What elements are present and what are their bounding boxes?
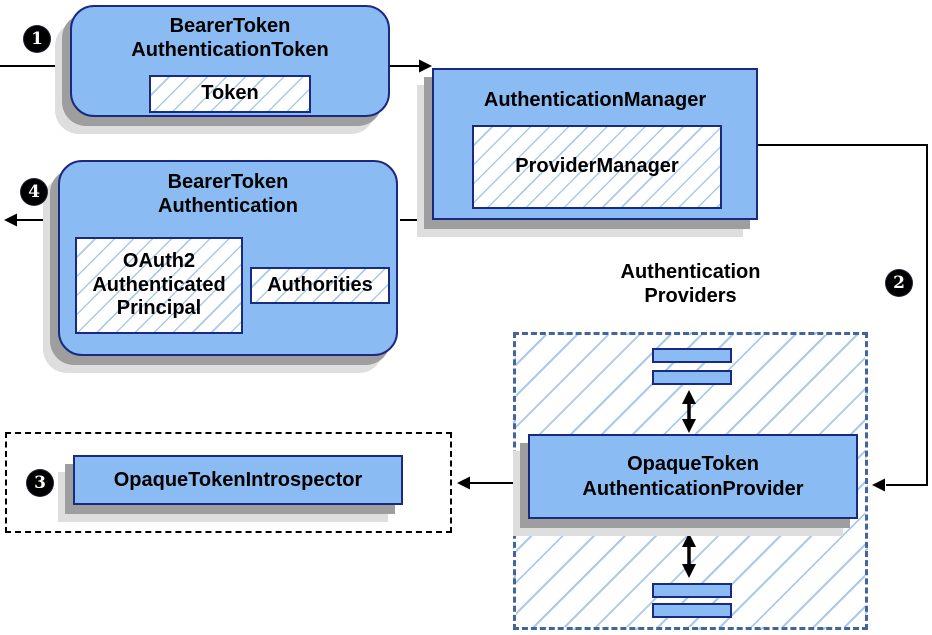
provider-slot-bar-1: [652, 348, 732, 363]
opaque-token-authentication-provider-box: OpaqueToken AuthenticationProvider: [528, 434, 858, 519]
step-3-number: 3: [34, 473, 46, 493]
authentication-manager-title: AuthenticationManager: [483, 89, 707, 111]
bearer-token-authentication-box: BearerToken Authentication OAuth2 Authen…: [58, 160, 398, 356]
arrowhead-into-introspector: [457, 476, 470, 490]
token-box: Token: [149, 75, 311, 113]
arrowhead-authentication-out: [4, 213, 17, 227]
introspector-group-box: [5, 432, 452, 533]
bearer-token-authentication-token-box: BearerToken AuthenticationToken Token: [70, 5, 390, 117]
bearer-token-authentication-title: BearerToken Authentication: [158, 171, 298, 218]
oauth2-authenticated-principal-label: OAuth2 Authenticated Principal: [92, 250, 226, 320]
step-1-number: 1: [31, 29, 43, 49]
authorities-box: Authorities: [250, 267, 390, 304]
opaque-token-authentication-provider-title: OpaqueToken AuthenticationProvider: [582, 453, 804, 500]
provider-slot-bar-2: [652, 370, 732, 385]
provider-manager-label: ProviderManager: [515, 155, 679, 178]
step-2-number: 2: [893, 273, 905, 293]
provider-slot-bar-3: [652, 583, 732, 598]
step-4-badge: 4: [21, 179, 47, 205]
opaque-token-introspector-box: OpaqueTokenIntrospector: [73, 455, 403, 505]
token-label: Token: [201, 82, 259, 105]
oauth2-authenticated-principal-box: OAuth2 Authenticated Principal: [75, 237, 243, 334]
arrowhead-into-provider: [872, 478, 885, 492]
authentication-manager-box: AuthenticationManager ProviderManager: [432, 68, 758, 220]
authorities-label: Authorities: [267, 273, 373, 296]
step-2-badge: 2: [886, 270, 912, 296]
authentication-providers-label: Authentication Providers: [620, 261, 761, 307]
arrowhead-into-manager: [419, 59, 432, 73]
bearer-token-authentication-token-title: BearerToken AuthenticationToken: [131, 15, 329, 62]
step-3-badge: 3: [27, 470, 53, 496]
provider-manager-box: ProviderManager: [472, 125, 722, 209]
step-4-number: 4: [28, 182, 40, 202]
opaque-token-introspector-title: OpaqueTokenIntrospector: [113, 468, 363, 491]
provider-slot-bar-4: [652, 603, 732, 618]
step-1-badge: 1: [24, 26, 50, 52]
